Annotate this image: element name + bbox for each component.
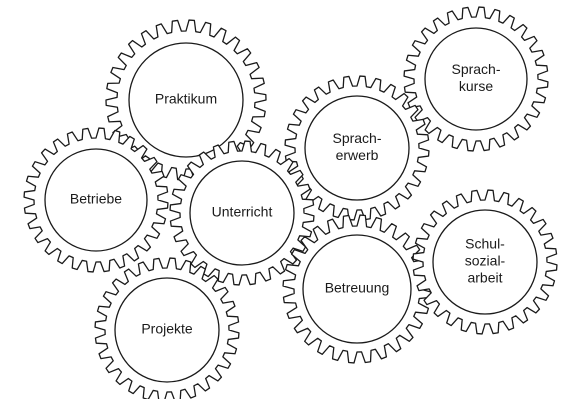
gear-betriebe: Betriebe (23, 127, 169, 273)
gear-label-betreuung: Betreuung (325, 280, 390, 296)
gear-label-spracherwerb: erwerb (336, 147, 379, 163)
gear-label-schulsozialarbeit: arbeit (467, 270, 502, 286)
gear-sprachkurse: Sprach-kurse (403, 6, 549, 152)
gear-center-circle (302, 234, 412, 344)
gear-label-unterricht: Unterricht (212, 204, 273, 220)
gear-center-circle (424, 27, 528, 131)
gear-center-circle (114, 277, 220, 383)
gear-center-circle (189, 160, 295, 266)
gear-schulsozialarbeit: Schul-sozial-arbeit (412, 189, 558, 335)
gear-betreuung: Betreuung (282, 214, 432, 364)
gear-praktikum: Praktikum (105, 19, 267, 181)
gear-label-schulsozialarbeit: Schul- (465, 236, 505, 252)
gear-center-circle (44, 148, 148, 252)
gear-label-projekte: Projekte (141, 321, 193, 337)
gear-label-betriebe: Betriebe (70, 191, 122, 207)
gear-label-schulsozialarbeit: sozial- (465, 253, 506, 269)
gear-center-circle (128, 42, 244, 158)
gear-spracherwerb: Sprach-erwerb (284, 75, 430, 221)
gear-center-circle (432, 209, 538, 315)
gear-unterricht: Unterricht (169, 140, 315, 286)
gear-label-praktikum: Praktikum (155, 91, 217, 107)
gear-label-spracherwerb: Sprach- (332, 130, 381, 146)
gear-label-sprachkurse: kurse (459, 78, 493, 94)
gear-label-sprachkurse: Sprach- (451, 61, 500, 77)
gear-projekte: Projekte (94, 257, 240, 399)
gear-center-circle (304, 95, 410, 201)
